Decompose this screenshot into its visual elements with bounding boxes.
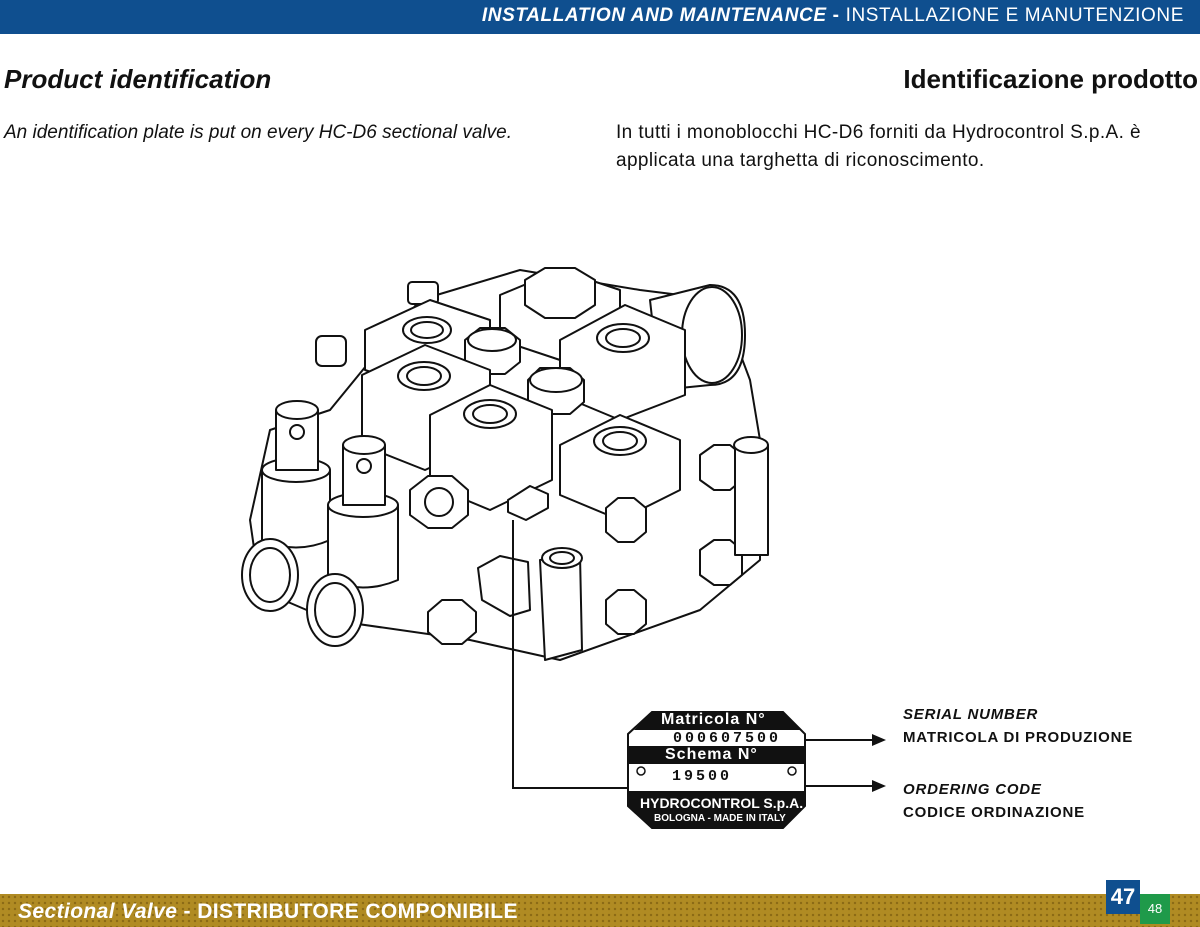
- header-title-en: INSTALLATION AND MAINTENANCE: [481, 5, 827, 26]
- serial-number-label-it: MATRICOLA DI PRODUZIONE: [903, 729, 1134, 746]
- header-title-it: INSTALLAZIONE E MANUTENZIONE: [845, 5, 1184, 26]
- plate-city: BOLOGNA - MADE IN ITALY: [654, 813, 786, 824]
- plate-schema-label: Schema N°: [665, 746, 758, 763]
- footer-title-en: Sectional Valve: [18, 900, 178, 923]
- body-text-it: In tutti i monoblocchi HC-D6 forniti da …: [616, 122, 1141, 171]
- footer-title-it: DISTRIBUTORE COMPONIBILE: [197, 900, 518, 923]
- header-title: INSTALLATION AND MAINTENANCE-INSTALLAZIO…: [482, 5, 1184, 27]
- plate-schema-value: 19500: [672, 768, 733, 785]
- valve-illustration: [241, 267, 769, 661]
- section-title-it: Identificazione prodotto: [903, 64, 1198, 94]
- footer-title: Sectional Valve - DISTRIBUTORE COMPONIBI…: [18, 900, 518, 924]
- page-number-right: 48: [1140, 894, 1170, 924]
- id-plate: [627, 711, 806, 829]
- plate-maker: HYDROCONTROL S.p.A.: [640, 795, 804, 811]
- body-text-en: An identification plate is put on every …: [4, 122, 512, 143]
- page-number-left: 47: [1106, 880, 1140, 914]
- ordering-code-label-it: CODICE ORDINAZIONE: [903, 804, 1085, 821]
- ordering-code-label-en: ORDERING CODE: [903, 781, 1042, 798]
- header-bar: INSTALLATION AND MAINTENANCE-INSTALLAZIO…: [0, 0, 1200, 34]
- serial-number-label-en: SERIAL NUMBER: [903, 706, 1039, 723]
- plate-leader-line: [512, 520, 628, 789]
- section-title-en: Product identification: [4, 64, 272, 94]
- plate-serial-label: Matricola N°: [661, 711, 766, 728]
- footer-separator: -: [183, 900, 191, 923]
- header-separator: -: [832, 5, 840, 26]
- footer-bar: Sectional Valve - DISTRIBUTORE COMPONIBI…: [0, 894, 1200, 927]
- plate-serial-value: 000607500: [673, 730, 782, 747]
